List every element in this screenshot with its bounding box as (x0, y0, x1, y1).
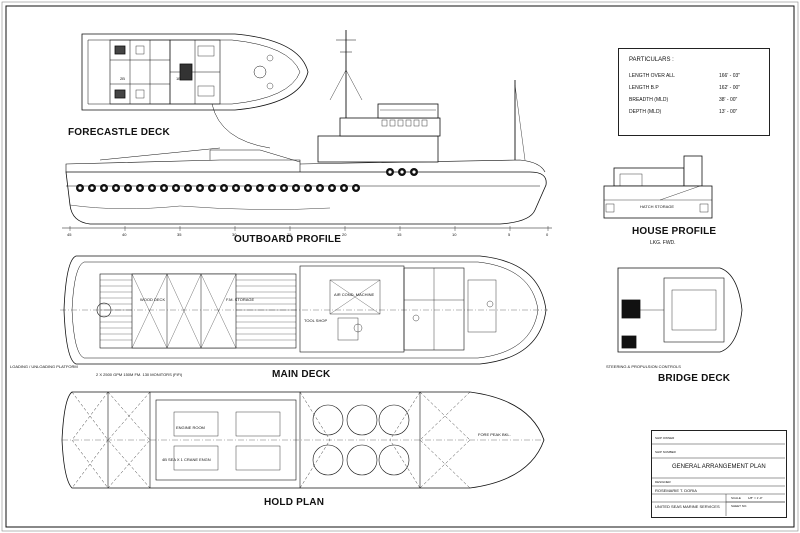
hold-plan-title: HOLD PLAN (264, 497, 325, 508)
frame-mark: 5 (508, 232, 511, 237)
title-block-lines (651, 443, 785, 516)
bridge-deck-title: BRIDGE DECK (658, 373, 731, 384)
title-field-ship-number: SHIP NUMBER (655, 450, 676, 454)
frame-mark: 0 (546, 232, 549, 237)
company-name: UNITED SEAS MARINE SERVICES (655, 504, 720, 509)
air-cond-label: AIR COND. MACHINE (334, 292, 375, 297)
frame-mark: 45 (67, 232, 72, 237)
loading-platform-label: LOADING / UNLOADING PLATFORM (10, 364, 78, 369)
main-deck-title: MAIN DECK (272, 369, 331, 380)
room-label-2b: 2B (120, 76, 125, 81)
particulars-row-label: DEPTH (MLD) (629, 109, 662, 115)
frame-mark: 20 (342, 232, 347, 237)
scale-value: 1/8" = 1'-0" (748, 496, 763, 500)
wood-deck-label: WOOD DECK (140, 297, 166, 302)
title-field-sheet-no: SHEET NO. (731, 504, 748, 508)
sheet-border-inner (5, 5, 795, 528)
house-profile-subtitle: LKG. FWD. (650, 240, 676, 246)
outboard-profile-drawing (62, 30, 552, 231)
crane-note-label: 4B SEA X 1 CRANE ENGN (162, 457, 211, 462)
particulars-box: PARTICULARS : LENGTH OVER ALL 166' - 03"… (618, 48, 770, 136)
particulars-row-value: 162' - 00" (719, 85, 741, 91)
frame-mark: 10 (452, 232, 457, 237)
outboard-profile-title: OUTBOARD PROFILE (234, 234, 342, 245)
designer-name: ROSEMARIE T. DORIA (655, 488, 697, 493)
particulars-heading: PARTICULARS : (629, 57, 674, 63)
bridge-deck-plan (617, 267, 743, 353)
title-field-scale: SCALE (731, 496, 741, 500)
frame-mark: 25 (287, 232, 292, 237)
room-label-1b: 1B (176, 76, 181, 81)
main-deck-plan (60, 255, 548, 365)
hold-plan-drawing (61, 391, 545, 489)
particulars-row-value: 38' - 00" (719, 97, 738, 103)
house-profile-drawing (603, 155, 713, 219)
hatch-storage-label: HATCH STORAGE (640, 204, 675, 209)
monitors-note-label: 2 X 2500 GPM 150M FM. 130 MONITORS (FiFi… (96, 372, 183, 377)
title-block: SHIP OWNER SHIP NUMBER GENERAL ARRANGEME… (651, 430, 787, 518)
particulars-row-label: LENGTH B.P (629, 85, 659, 91)
particulars-row-value: 166' - 03" (719, 73, 741, 79)
steering-controls-label: STEERING & PROPULSION CONTROLS (606, 364, 681, 369)
forecastle-deck-plan (81, 33, 309, 149)
tool-shop-label: TOOL SHOP (304, 318, 328, 323)
frame-mark: 30 (232, 232, 237, 237)
house-profile-title: HOUSE PROFILE (632, 226, 717, 237)
title-field-ship-owner: SHIP OWNER (655, 436, 675, 440)
title-field-designer: DESIGNER (655, 480, 671, 484)
particulars-row-label: BREADTH (MLD) (629, 97, 669, 103)
frame-mark: 40 (122, 232, 127, 237)
frame-mark: 15 (397, 232, 402, 237)
fore-peak-label: FORE PEAK BKL. (478, 432, 511, 437)
plan-title: GENERAL ARRANGEMENT PLAN (672, 464, 766, 470)
frame-mark: 35 (177, 232, 182, 237)
forecastle-deck-title: FORECASTLE DECK (68, 127, 170, 138)
fm-storage-label: F.M. STORAGE (226, 297, 255, 302)
particulars-row-value: 13' - 00" (719, 109, 738, 115)
particulars-row-label: LENGTH OVER ALL (629, 73, 675, 79)
engine-room-label: ENGINE ROOM (176, 425, 205, 430)
